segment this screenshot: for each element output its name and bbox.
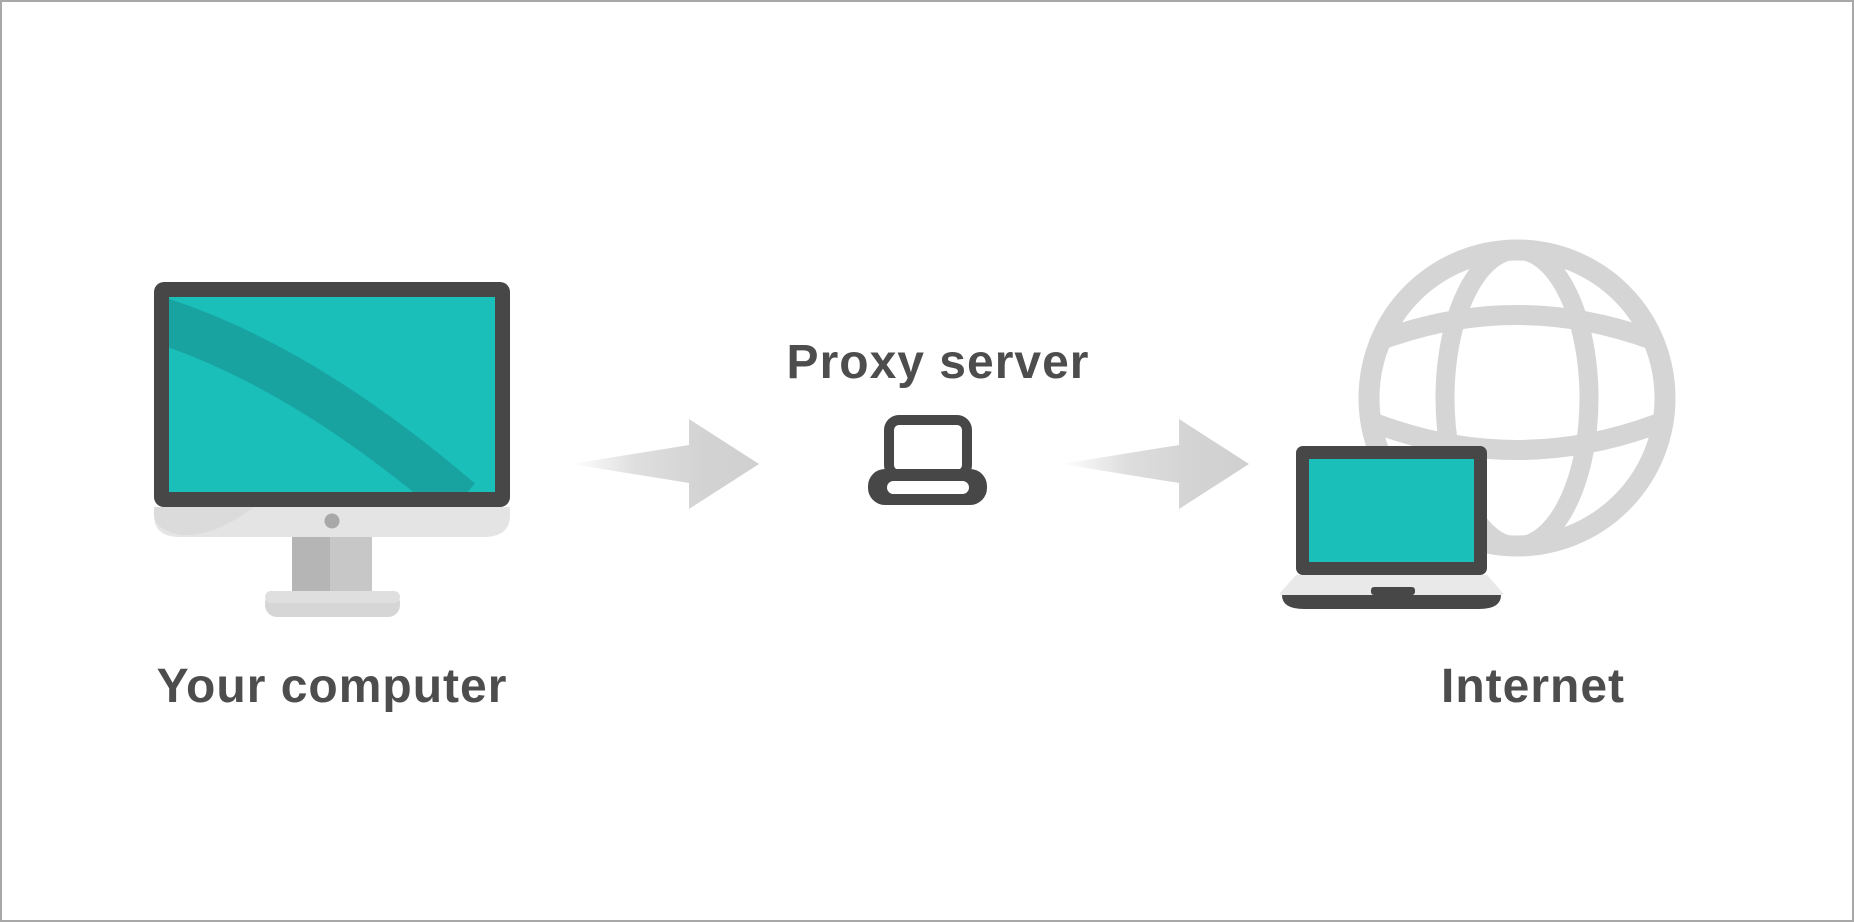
- laptop-icon: [1279, 446, 1504, 609]
- arrow-right-icon: [1061, 419, 1249, 509]
- arrow-right-icon: [571, 419, 759, 509]
- desktop-computer-icon: [154, 282, 510, 617]
- node-label-proxy-server: Proxy server: [786, 336, 1090, 389]
- node-internet: [1274, 228, 1694, 628]
- globe-icon: [1358, 239, 1676, 557]
- node-label-internet: Internet: [1440, 660, 1626, 713]
- node-your-computer: [142, 279, 522, 624]
- node-label-your-computer: Your computer: [156, 660, 508, 713]
- laptop-outline-icon: [868, 415, 987, 505]
